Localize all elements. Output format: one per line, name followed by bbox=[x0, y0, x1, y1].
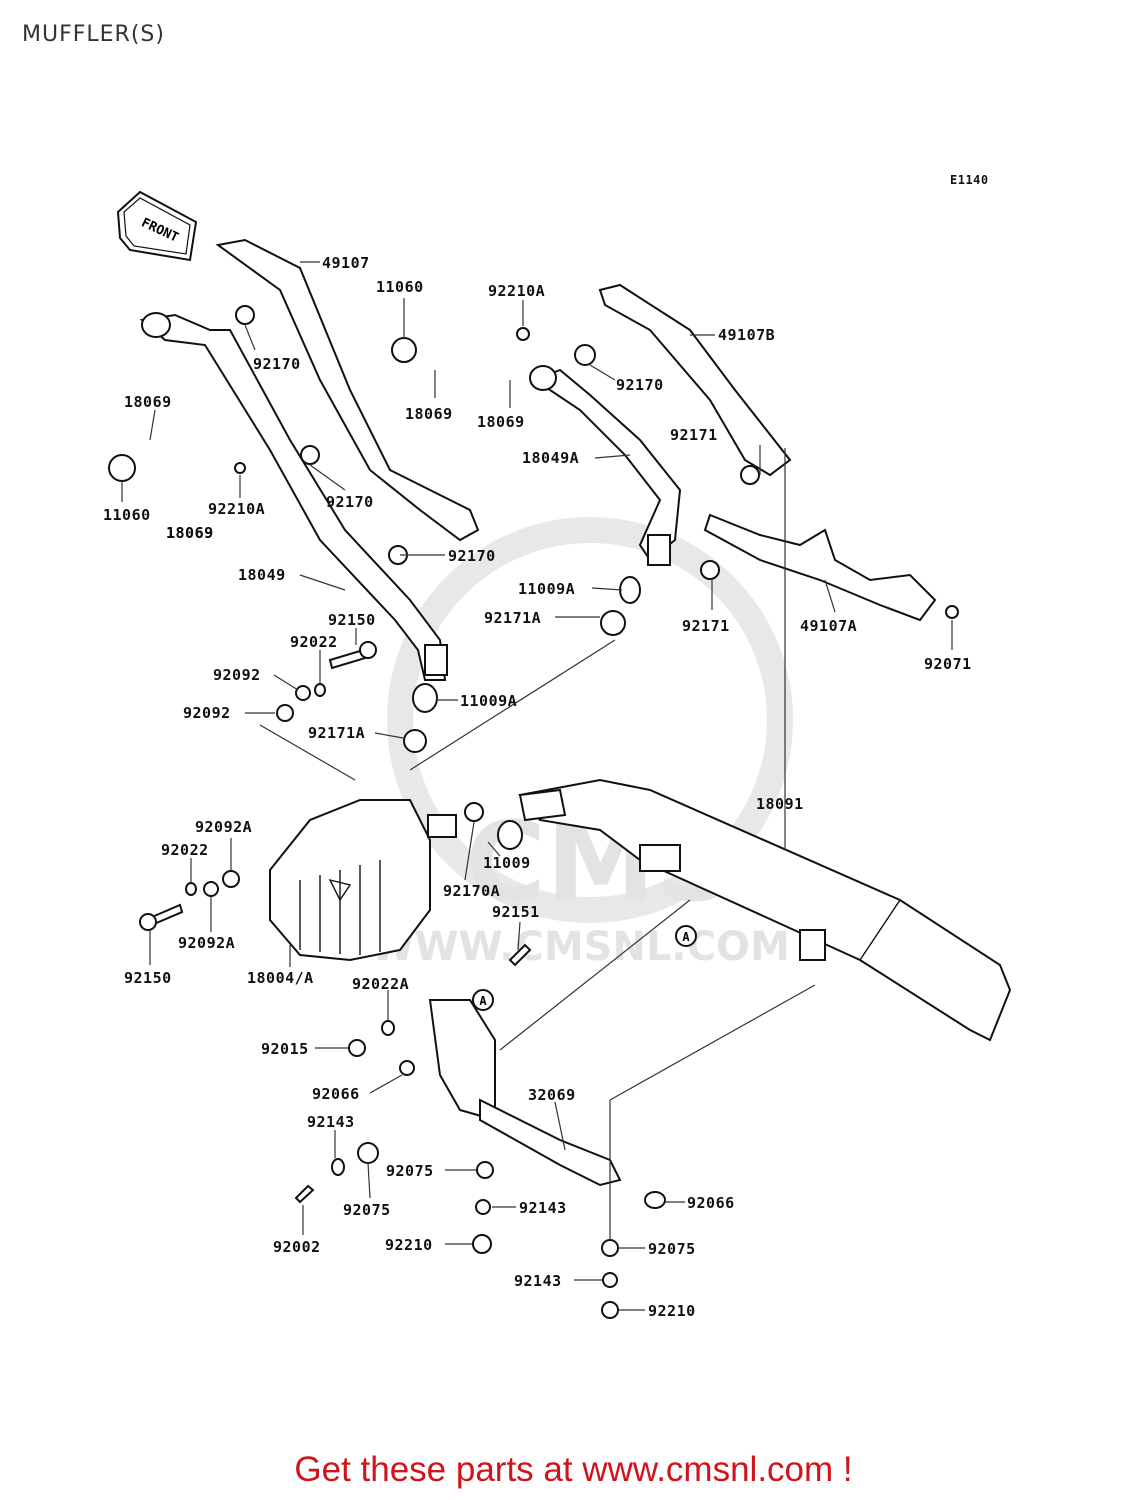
part-label: 11009 bbox=[483, 854, 531, 872]
part-label: 92170 bbox=[448, 547, 496, 565]
part-label: 92150 bbox=[328, 611, 376, 629]
part-label: 92022 bbox=[290, 633, 338, 651]
part-label: 32069 bbox=[528, 1086, 576, 1104]
callout-marker-2: A bbox=[472, 989, 494, 1011]
part-label: 18004/A bbox=[247, 969, 314, 987]
part-label: 18069 bbox=[405, 405, 453, 423]
watermark: CMS WWW.CMSNL.COM bbox=[370, 517, 793, 970]
muffler-18004A bbox=[269, 799, 431, 962]
heat-cover-49107 bbox=[215, 238, 480, 542]
front-arrow-icon: FRONT bbox=[116, 190, 198, 262]
leader-lines bbox=[121, 261, 953, 1311]
part-label: 92075 bbox=[386, 1162, 434, 1180]
part-label: 92066 bbox=[687, 1194, 735, 1212]
part-label: 11009A bbox=[518, 580, 575, 598]
part-label: 18049A bbox=[522, 449, 579, 467]
part-label: 92170 bbox=[253, 355, 301, 373]
silencer-18091 bbox=[518, 778, 1012, 1042]
part-label: 92002 bbox=[273, 1238, 321, 1256]
part-label: 11060 bbox=[103, 506, 151, 524]
part-label: 92071 bbox=[924, 655, 972, 673]
part-label: 11060 bbox=[376, 278, 424, 296]
part-label: 92092 bbox=[213, 666, 261, 684]
callout-marker-1: A bbox=[675, 925, 697, 947]
part-label: 92092A bbox=[195, 818, 252, 836]
part-label: 92151 bbox=[492, 903, 540, 921]
part-label: 92022A bbox=[352, 975, 409, 993]
part-label: 92143 bbox=[307, 1113, 355, 1131]
part-label: 92075 bbox=[648, 1240, 696, 1258]
svg-text:A: A bbox=[682, 930, 690, 944]
part-label: 11009A bbox=[460, 692, 517, 710]
part-label: 18069 bbox=[124, 393, 172, 411]
part-label: 18069 bbox=[166, 524, 214, 542]
diagram-code: E1140 bbox=[950, 173, 989, 187]
part-label: 92171A bbox=[308, 724, 365, 742]
part-label: 92150 bbox=[124, 969, 172, 987]
heat-cover-49107A bbox=[703, 513, 937, 622]
part-label: 18049 bbox=[238, 566, 286, 584]
part-label: 18069 bbox=[166, 524, 214, 542]
heat-cover-49107B bbox=[598, 283, 792, 477]
part-label: 49107B bbox=[718, 326, 775, 344]
part-label: 92143 bbox=[519, 1199, 567, 1217]
part-label: 49107A bbox=[800, 617, 857, 635]
fasteners bbox=[108, 305, 959, 1319]
part-label: 92171A bbox=[484, 609, 541, 627]
part-label: 92170A bbox=[443, 882, 500, 900]
part-label: 92015 bbox=[261, 1040, 309, 1058]
watermark-url: WWW.CMSNL.COM bbox=[370, 924, 790, 970]
part-label: 92170 bbox=[326, 493, 374, 511]
part-label: 92210A bbox=[208, 500, 265, 518]
part-label: 18091 bbox=[756, 795, 804, 813]
part-label: 92143 bbox=[514, 1272, 562, 1290]
part-label: 92210 bbox=[385, 1236, 433, 1254]
part-label: 92171 bbox=[670, 426, 718, 444]
part-label: 92066 bbox=[312, 1085, 360, 1103]
footer-promo-text: Get these parts at www.cmsnl.com ! bbox=[294, 1450, 853, 1489]
part-label: 49107 bbox=[322, 254, 370, 272]
bracket-32069 bbox=[428, 999, 622, 1187]
part-label: 92210 bbox=[648, 1302, 696, 1320]
part-label: 92092A bbox=[178, 934, 235, 952]
part-labels: 49107 11060 92210A 49107B 92170 18069 18… bbox=[103, 254, 972, 1320]
part-label: 18069 bbox=[477, 413, 525, 431]
exhaust-pipe-18049 bbox=[139, 312, 448, 681]
part-label: 92171 bbox=[682, 617, 730, 635]
part-label: 92092 bbox=[183, 704, 231, 722]
page-title: MUFFLER(S) bbox=[22, 22, 165, 47]
part-label: 92210A bbox=[488, 282, 545, 300]
part-label: 92075 bbox=[343, 1201, 391, 1219]
exhaust-pipe-18049A bbox=[529, 365, 682, 566]
svg-text:A: A bbox=[479, 994, 487, 1008]
part-label: 92022 bbox=[161, 841, 209, 859]
part-label: 92170 bbox=[616, 376, 664, 394]
